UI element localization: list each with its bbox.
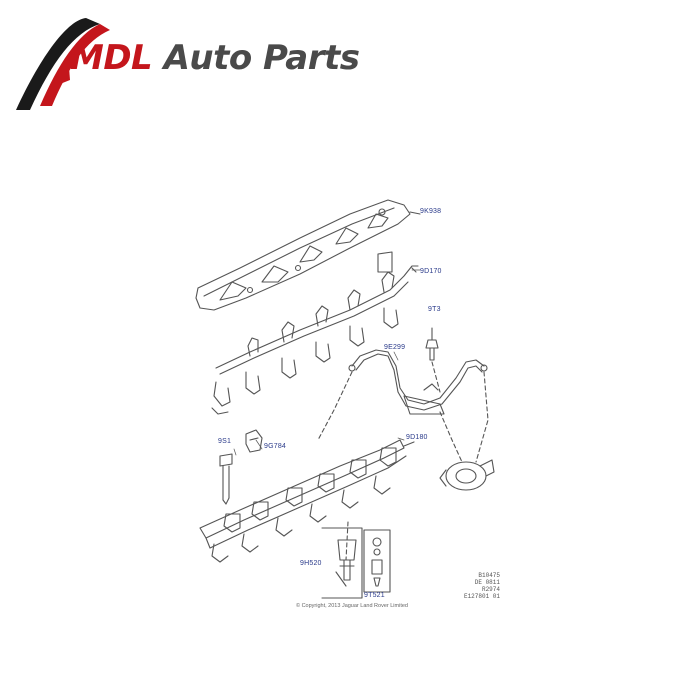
callout-9h520: 9H520: [300, 560, 322, 567]
swoosh-icon: [16, 18, 110, 110]
upper-harness: [211, 251, 419, 415]
callout-9t521: 9T521: [364, 592, 385, 599]
copyright-notice: © Copyright, 2013 Jaguar Land Rover Limi…: [296, 603, 408, 609]
fuel-pipe: [348, 349, 488, 415]
pump-assembly: [439, 459, 495, 491]
bolt: [219, 453, 233, 505]
clip: [245, 429, 263, 453]
callout-9s1: 9S1: [218, 438, 232, 445]
callout-9d180: 9D180: [406, 434, 428, 441]
ref-line: B10475: [478, 572, 500, 579]
callout-9e299: 9E299: [384, 344, 406, 351]
dashed-leaders: [317, 361, 489, 561]
reference-block: B10475 DE 0811 R2974 E127801 01: [448, 572, 500, 600]
callout-9t3: 9T3: [428, 306, 441, 313]
ref-line: R2974: [481, 586, 500, 593]
small-fitting: [425, 327, 439, 361]
logo-wordmark: MDL Auto Parts: [70, 38, 360, 78]
callout-9g784: 9G784: [264, 443, 287, 450]
ref-line: DE 0811: [474, 579, 500, 586]
callout-9k938: 9K938: [420, 208, 442, 215]
logo-tagline: Auto Parts: [152, 38, 360, 78]
injector-kit: [321, 527, 363, 599]
ref-line: E127801 01: [463, 593, 500, 600]
top-rail-cover: [195, 199, 421, 311]
logo-brand: MDL: [70, 38, 153, 78]
mdl-logo: [8, 14, 358, 114]
callout-9d170: 9D170: [420, 268, 442, 275]
seal-kit: [363, 529, 391, 593]
callout-leaders: [233, 269, 421, 456]
lower-fuel-rail: [199, 439, 415, 563]
